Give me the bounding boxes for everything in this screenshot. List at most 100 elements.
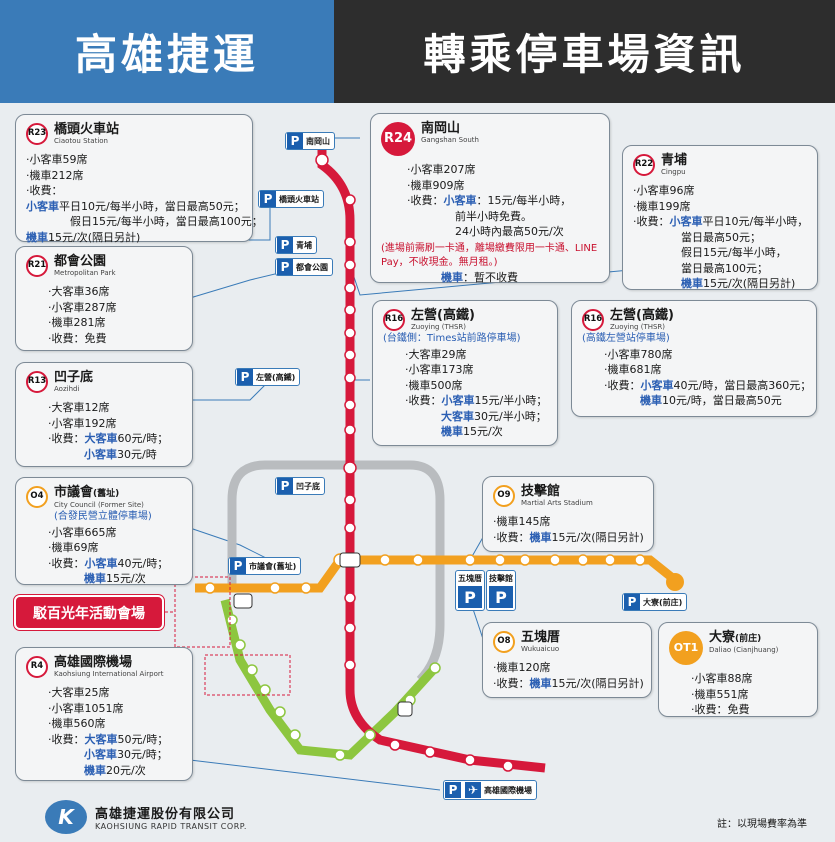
fee-text: 50元/時； [117,732,169,746]
card-line: ‧小客車1051席 [48,701,124,715]
station-badge: R21 [26,255,48,277]
parking-icon: P [458,586,482,608]
fee-car-label: 小客車 [669,215,703,228]
circular-line [220,598,439,760]
fee-moto-label: 機車 [441,270,463,284]
card-line: ‧機車560席 [48,717,106,730]
card-line: ‧機車500席 [405,378,463,392]
fee-text: 15元/半小時； [474,394,548,407]
fee-text: 40元/時，當日最高360元； [673,378,812,392]
parking-lot-name: (台鐵側：Times站前路停車場) [383,333,521,344]
parking-label-text: 青埔 [296,240,312,250]
station-badge: O4 [26,486,48,508]
station-name: 左營(高鐵) [610,308,674,323]
fee-text: 當日最高50元； [681,230,761,244]
card-line: ‧收費： [26,184,63,197]
station-en: Wukuaicuo [521,645,560,653]
fee-text: ：15元/每半小時， [476,194,572,207]
fee-bus-label: 大客車 [441,409,474,423]
fee-text: 平日10元/每半小時，當日最高50元； [59,199,245,213]
station-badge: O8 [493,631,515,653]
parking-lot-name: (高鐵左營站停車場) [582,333,670,344]
fee-text: 15元/次 [463,425,503,438]
station-name: 凹子底 [54,370,94,385]
fee-car-label: 小客車 [443,194,477,207]
fee-text: 假日15元/每半小時，當日最高100元； [70,215,263,228]
fee-text: 20元/次 [106,763,146,777]
parking-label-text: 大寮(前庄) [643,597,683,607]
fee-label: ‧收費： [405,394,442,407]
payment-warning: (進場前需刷一卡通，離場繳費限用一卡通、LINE Pay，不收現金。無月租。) [381,242,598,268]
station-en: City Council (Former Site) [54,501,144,509]
station-en: Aozihdi [54,385,80,393]
parking-label-o8: 五塊厝 P [455,570,485,611]
station-badge: R13 [26,371,48,393]
company-name-en: KAOHSIUNG RAPID TRANSIT CORP. [95,822,247,831]
transfer-c24 [397,701,413,717]
fee-text: 60元/時； [117,432,169,445]
station-en: Gangshan South [421,136,479,144]
station-name: 高雄國際機場 [54,655,133,670]
station-name: 五塊厝 [521,630,561,645]
fee-text: 15元/次 [106,572,146,585]
card-line: ‧大客車29席 [405,347,467,361]
station-badge: R16 [383,309,405,331]
fee-text: 前半小時免費。 [455,209,532,223]
card-line: ‧小客車173席 [405,363,474,376]
fee-label: ‧收費： [407,194,444,207]
fee-bus-label: 大客車 [84,432,118,445]
parking-label-text: 左營(高鐵) [256,372,296,382]
fee-moto-label: 機車 [529,530,552,544]
parking-label-text: 市議會(舊址) [249,561,297,571]
parking-label-text: 技擊館 [489,574,513,583]
parking-lot-name: (合發民營立體停車場) [54,511,152,522]
event-area-box-2 [204,654,291,696]
fee-label: ‧收費： [493,676,530,690]
fee-car-label: 小客車 [84,447,117,461]
card-line: ‧機車551席 [691,687,749,701]
station-name: 技擊館 [521,484,561,499]
station-badge: R23 [26,123,48,145]
fee-text: 當日最高100元； [681,261,768,275]
station-en: Daliao (Cianjhuang) [709,646,779,654]
parking-icon: P [489,586,513,608]
fee-text: ：暫不收費 [463,270,518,284]
station-en: Metropolitan Park [54,269,116,277]
parking-label-text: 五塊厝 [458,574,482,583]
fee-moto-label: 機車 [84,572,106,585]
fee-text: 平日10元/每半小時， [702,215,809,228]
fee-car-label: 小客車 [84,748,117,761]
fee-text: 30元/半小時； [474,409,547,423]
card-line: ‧小客車207席 [407,163,476,176]
station-name-suffix: (舊址) [93,489,120,499]
card-line: ‧大客車36席 [48,285,110,298]
parking-icon: P [445,782,461,798]
card-line: ‧機車69席 [48,541,99,554]
station-badge: OT1 [669,631,703,665]
card-line: ‧機車199席 [633,199,691,213]
circular-line-planned [227,460,445,684]
card-line: ‧小客車88席 [691,672,753,685]
card-line: ‧小客車287席 [48,300,117,314]
card-line: ‧機車281席 [48,316,106,329]
station-name: 市議會 [54,485,94,500]
footnote: 註：以現場費率為準 [717,819,807,830]
fee-moto-label: 機車 [441,425,463,438]
transfer-c14 [233,593,253,609]
station-name: 青埔 [661,153,688,168]
parking-label-text: 凹子底 [296,481,320,491]
parking-label-text: 都會公園 [296,262,328,272]
ot1-terminal [666,573,684,591]
card-line: ‧機車681席 [604,363,662,376]
